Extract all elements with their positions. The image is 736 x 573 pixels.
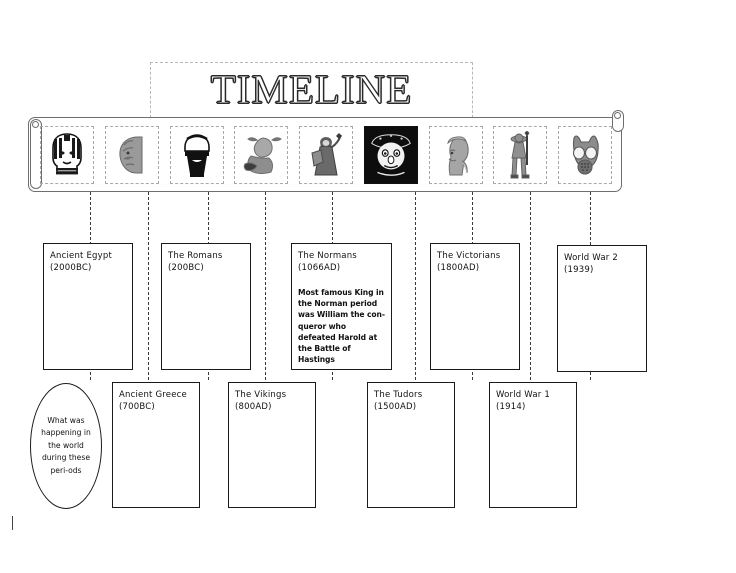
scroll-curl-right-nub — [614, 112, 621, 119]
period-box-ancient-greece[interactable]: Ancient Greece (700BC) — [112, 382, 200, 508]
period-title: World War 2 — [564, 253, 618, 263]
period-title: The Tudors — [374, 390, 423, 400]
question-oval: What was happening in the world during t… — [30, 383, 102, 509]
period-box-the-normans[interactable]: The Normans (1066AD) Most famous King in t… — [291, 243, 392, 370]
scroll-curl-left-nub — [32, 121, 39, 128]
banner-image-strip — [40, 124, 612, 186]
period-date: (1066AD) — [298, 263, 341, 273]
period-date: (200BC) — [168, 263, 204, 273]
pharaoh-mask-icon — [40, 126, 94, 184]
connector-line-6 — [415, 192, 416, 380]
queen-victoria-icon — [428, 126, 483, 184]
question-oval-text: What was happening in the world during t… — [41, 415, 91, 475]
page-corner-tick — [12, 516, 13, 530]
period-box-the-vikings[interactable]: The Vikings (800AD) — [228, 382, 316, 508]
page-title: TIMELINE — [210, 66, 413, 113]
henry-viii-portrait-icon — [363, 126, 418, 184]
viking-warrior-icon — [234, 126, 289, 184]
connector-line-8 — [530, 192, 531, 380]
period-date: (1914) — [496, 402, 526, 412]
period-title: Ancient Greece — [119, 390, 187, 400]
period-box-world-war-1[interactable]: World War 1 (1914) — [489, 382, 577, 508]
gas-mask-icon — [558, 126, 612, 184]
period-date: (1939) — [564, 265, 594, 275]
greek-bust-icon — [104, 126, 159, 184]
norman-knight-icon — [299, 126, 353, 184]
period-title: The Normans — [298, 251, 357, 261]
period-title: The Victorians — [437, 251, 501, 261]
ww1-soldier-icon — [493, 126, 548, 184]
scroll-curl-left — [30, 119, 42, 189]
period-note: Most famous King in the Norman period wa… — [298, 288, 385, 365]
period-date: (800AD) — [235, 402, 272, 412]
connector-line-2 — [148, 192, 149, 380]
period-box-world-war-2[interactable]: World War 2 (1939) — [557, 245, 647, 372]
period-title: World War 1 — [496, 390, 550, 400]
period-box-the-tudors[interactable]: The Tudors (1500AD) — [367, 382, 455, 508]
period-title: The Romans — [168, 251, 223, 261]
period-title: The Vikings — [235, 390, 287, 400]
period-box-ancient-egypt[interactable]: Ancient Egypt (2000BC) — [43, 243, 133, 370]
period-title: Ancient Egypt — [50, 251, 113, 261]
period-date: (700BC) — [119, 402, 155, 412]
period-box-the-romans[interactable]: The Romans (200BC) — [161, 243, 251, 370]
period-date: (1500AD) — [374, 402, 417, 412]
connector-line-4 — [265, 192, 266, 380]
roman-helmet-icon — [169, 126, 224, 184]
period-date: (2000BC) — [50, 263, 92, 273]
period-box-the-victorians[interactable]: The Victorians (1800AD) — [430, 243, 520, 370]
period-date: (1800AD) — [437, 263, 480, 273]
